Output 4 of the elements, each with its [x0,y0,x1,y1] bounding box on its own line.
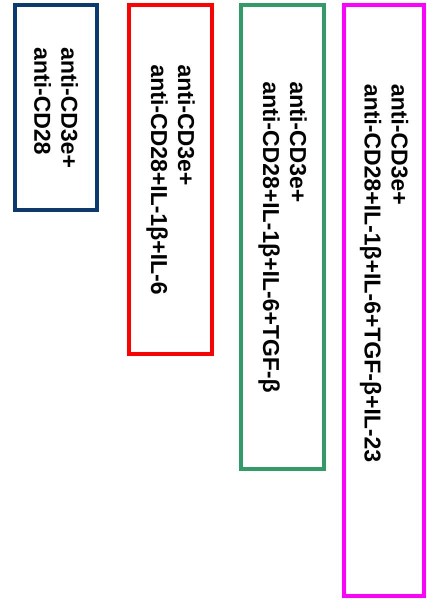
label-box: anti-CD3e+ anti-CD28 [13,3,99,212]
label-box: anti-CD3e+ anti-CD28+IL-1β+IL-6+TGF-β+IL-23 [342,3,426,598]
label-box: anti-CD3e+ anti-CD28+IL-1β+IL-6+TGF-β [239,3,326,471]
label-box: anti-CD3e+ anti-CD28+IL-1β+IL-6 [127,3,214,356]
